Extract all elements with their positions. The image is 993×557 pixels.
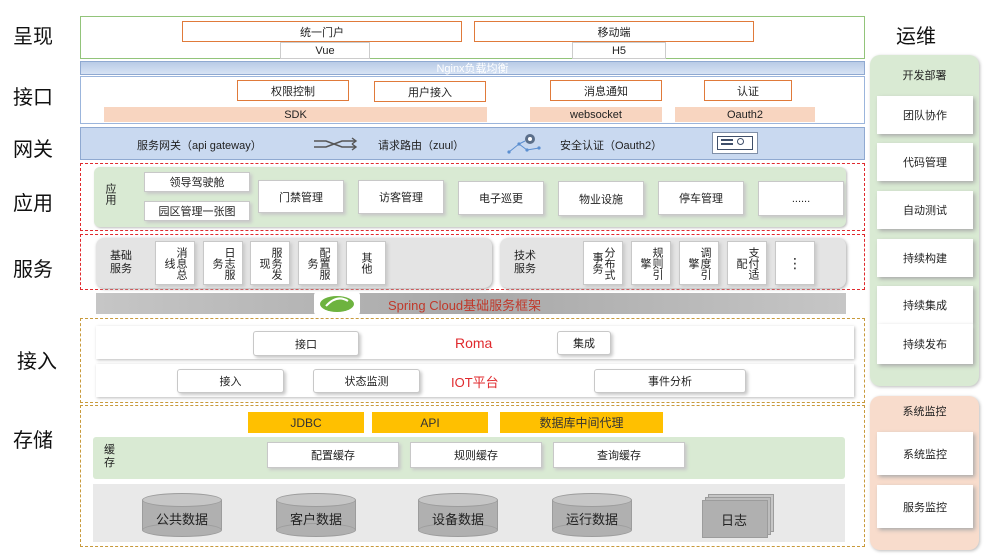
- parking-box: 停车管理: [658, 181, 744, 215]
- websocket-box: websocket: [530, 107, 662, 122]
- payment-adapter-box: 支付适配: [727, 241, 767, 285]
- public-data-label: 公共数据: [155, 512, 208, 527]
- event-analysis-box: 事件分析: [594, 369, 746, 393]
- query-cache-box: 查询缓存: [553, 442, 685, 468]
- access-control-box: 门禁管理: [258, 180, 344, 213]
- message-bus-box: 消息总线: [155, 241, 195, 285]
- layer-label-application: 应用: [13, 193, 53, 215]
- patrol-box: 电子巡更: [458, 181, 544, 215]
- sdk-box: SDK: [104, 107, 487, 122]
- config-service-box: 配置服务: [298, 241, 338, 285]
- h5-box: H5: [572, 42, 666, 59]
- basic-service-label: 基础服务: [110, 250, 132, 275]
- customer-data-label: 客户数据: [289, 512, 342, 527]
- layer-label-gateway: 网关: [13, 139, 53, 161]
- application-layer: [80, 163, 865, 231]
- auth-control-box: 权限控制: [237, 80, 349, 101]
- ops-title: 运维: [896, 26, 936, 48]
- config-cache-box: 配置缓存: [267, 442, 399, 468]
- network-shield-icon: [507, 134, 541, 154]
- ops-continuous-build: 持续构建: [877, 239, 973, 277]
- ops-system-monitor: 系统监控: [877, 432, 973, 475]
- oauth2-box: Oauth2: [675, 107, 815, 122]
- request-routing-label: 请求路由（zuul）: [378, 140, 465, 152]
- devops-header: 开发部署: [902, 70, 947, 82]
- layer-label-presentation: 呈现: [13, 26, 53, 48]
- cache-label: 缓存: [104, 444, 115, 469]
- security-auth-label: 安全认证（Oauth2）: [560, 140, 663, 152]
- integration-box: 集成: [557, 331, 611, 355]
- scheduler-engine-box: 调度引擎: [679, 241, 719, 285]
- ops-team-collab: 团队协作: [877, 96, 973, 134]
- routing-icon: [314, 137, 358, 151]
- message-notify-box: 消息通知: [550, 80, 662, 101]
- id-card-icon: [712, 132, 758, 154]
- spring-cloud-label: Spring Cloud基础服务框架: [388, 298, 542, 313]
- log-label: 日志: [720, 513, 747, 528]
- facilities-box: 物业设施: [558, 181, 644, 216]
- access-panel-roma: [96, 326, 854, 359]
- rule-cache-box: 规则缓存: [410, 442, 542, 468]
- portal-box: 统一门户: [182, 21, 462, 42]
- more-tech-box: ⋮: [775, 241, 815, 285]
- rule-engine-box: 规则引擎: [631, 241, 671, 285]
- service-layer: [80, 234, 865, 290]
- monitor-header: 系统监控: [902, 406, 947, 418]
- roma-label: Roma: [455, 335, 493, 351]
- layer-label-storage: 存储: [13, 430, 53, 452]
- nginx-label: Nginx负载均衡: [436, 63, 509, 75]
- park-map-box: 园区管理一张图: [144, 201, 250, 221]
- ops-continuous-release: 持续发布: [877, 324, 973, 364]
- storage-layer: [80, 405, 865, 547]
- visitor-box: 访客管理: [358, 180, 444, 214]
- access-interface-box: 接口: [253, 331, 359, 356]
- service-gateway-label: 服务网关（api gateway）: [137, 140, 262, 152]
- distributed-transaction-box: 分布式事务: [583, 241, 623, 285]
- mobile-box: 移动端: [474, 21, 754, 42]
- layer-label-access: 接入: [17, 351, 57, 373]
- ops-continuous-integration: 持续集成: [877, 286, 973, 324]
- other-service-box: 其他: [346, 241, 386, 285]
- certification-box: 认证: [704, 80, 792, 101]
- ops-service-monitor: 服务监控: [877, 485, 973, 528]
- api-box: API: [372, 412, 488, 433]
- jdbc-box: JDBC: [248, 412, 364, 433]
- db-proxy-box: 数据库中间代理: [500, 412, 663, 433]
- log-service-box: 日志服务: [203, 241, 243, 285]
- layer-label-service: 服务: [13, 259, 53, 281]
- public-data-store: 公共数据: [142, 493, 222, 539]
- access-access-box: 接入: [177, 369, 284, 393]
- application-label: 应用: [104, 183, 116, 205]
- runtime-data-store: 运行数据: [552, 493, 632, 539]
- ops-code-management: 代码管理: [877, 143, 973, 181]
- tech-service-label: 技术服务: [514, 250, 536, 275]
- vue-box: Vue: [280, 42, 370, 59]
- device-data-label: 设备数据: [431, 512, 484, 527]
- more-apps-box: ......: [758, 181, 844, 216]
- layer-label-interface: 接口: [13, 87, 53, 109]
- nginx-bar: Nginx负载均衡: [80, 61, 865, 75]
- log-document-icon: 日志: [702, 494, 774, 538]
- iot-platform-label: IOT平台: [451, 375, 499, 390]
- device-data-store: 设备数据: [418, 493, 498, 539]
- spring-cloud-bar: [96, 293, 846, 314]
- ops-auto-test: 自动测试: [877, 191, 973, 229]
- customer-data-store: 客户数据: [276, 493, 356, 539]
- access-layer: [80, 318, 865, 403]
- leader-cockpit-box: 领导驾驶舱: [144, 172, 250, 192]
- service-discovery-box: 服务发现: [250, 241, 290, 285]
- status-monitor-box: 状态监测: [313, 369, 420, 393]
- spring-logo-icon: [314, 292, 360, 315]
- user-access-box: 用户接入: [374, 81, 486, 102]
- runtime-data-label: 运行数据: [565, 512, 618, 527]
